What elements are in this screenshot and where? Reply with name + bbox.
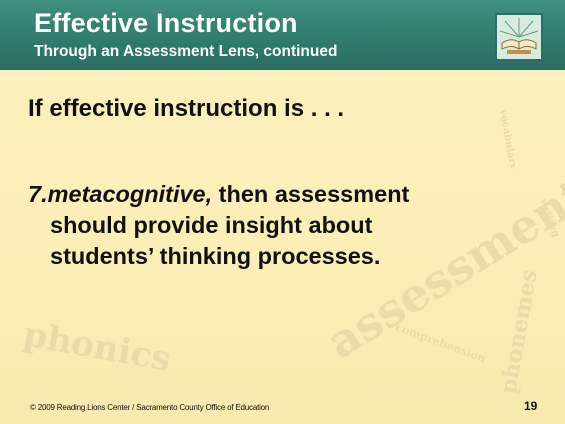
body-line-3: students’ thinking processes. — [50, 243, 381, 269]
item-label: 7.metacognitive, — [28, 181, 213, 207]
header-bar: Effective Instruction Through an Assessm… — [0, 0, 565, 70]
slide-title: Effective Instruction — [34, 8, 298, 38]
watermark-phonemes: phonemes — [495, 268, 542, 396]
page-number: 19 — [524, 399, 538, 413]
body-line-2: should provide insight about — [50, 212, 373, 238]
slide-subtitle: Through an Assessment Lens, continued — [34, 43, 338, 60]
body-line-1: 7.metacognitive, then assessment — [28, 179, 538, 210]
copyright-footer: © 2009 Reading Lions Center / Sacramento… — [30, 403, 270, 412]
header-divider — [0, 70, 565, 75]
watermark-vocabulary: vocabulary — [497, 108, 519, 172]
slide-body: 7.metacognitive, then assessment should … — [28, 179, 538, 272]
watermark-phonics: phonics — [20, 314, 173, 379]
watermark-comprehension: comprehension — [394, 321, 488, 366]
body-line-1-rest: then assessment — [212, 181, 410, 207]
book-logo-icon — [495, 13, 543, 61]
watermark-writing: writing — [537, 196, 561, 239]
slide-heading: If effective instruction is . . . — [28, 95, 345, 122]
